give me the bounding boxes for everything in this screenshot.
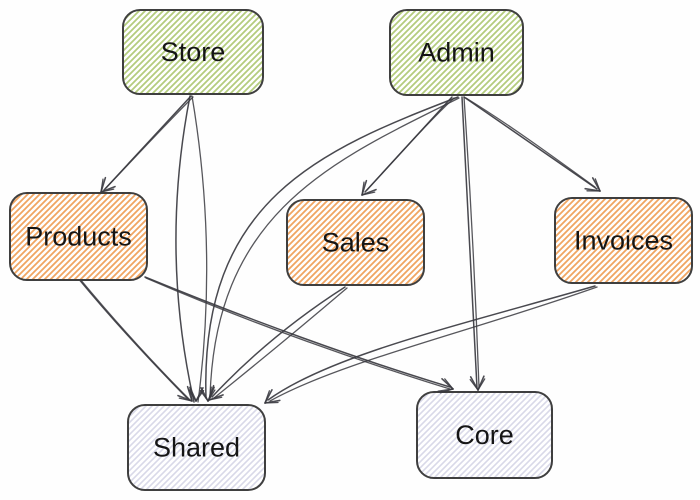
edge-store-to-products — [103, 95, 194, 191]
node-core: Core — [416, 391, 553, 479]
node-sales: Sales — [286, 199, 425, 286]
edge-products-to-shared — [77, 277, 191, 401]
node-admin-box — [389, 9, 524, 96]
node-shared-box — [127, 404, 266, 491]
edge-sales-to-shared — [211, 286, 348, 399]
node-sales-label: Sales — [322, 228, 390, 258]
edge-admin-to-sales — [364, 96, 455, 193]
node-products-label: Products — [25, 222, 132, 252]
arrowhead-products-to-core — [437, 378, 454, 394]
node-core-box — [416, 391, 553, 479]
arrowhead-products-to-shared — [177, 385, 193, 402]
node-sales-box — [286, 199, 425, 286]
edge-invoices-to-shared — [267, 285, 598, 402]
arrowhead-store-to-products — [100, 176, 116, 193]
node-products-box — [9, 192, 148, 281]
node-shared-label: Shared — [153, 433, 240, 463]
node-products: Products — [9, 192, 148, 281]
arrowhead-sales-to-shared — [208, 384, 224, 401]
node-admin-label: Admin — [418, 38, 495, 68]
edge-admin-to-invoices — [463, 96, 598, 190]
node-invoices-box — [554, 197, 693, 284]
edge-layer — [77, 95, 598, 403]
edge-store-to-shared — [175, 95, 208, 403]
node-admin: Admin — [389, 9, 524, 96]
node-store-label: Store — [161, 37, 226, 67]
node-core-label: Core — [455, 420, 514, 450]
node-invoices-label: Invoices — [574, 226, 673, 256]
node-store: Store — [122, 9, 264, 95]
edge-admin-to-shared — [205, 96, 460, 399]
arrowhead-layer — [100, 176, 601, 404]
node-store-box — [122, 9, 264, 95]
arrowhead-admin-to-invoices — [584, 177, 601, 192]
node-shared: Shared — [127, 404, 266, 491]
arrowhead-admin-to-sales — [361, 179, 377, 196]
arrowhead-invoices-to-shared — [264, 389, 281, 404]
node-invoices: Invoices — [554, 197, 693, 284]
arrowhead-admin-to-core — [469, 375, 486, 391]
edge-admin-to-core — [461, 96, 480, 389]
edge-products-to-core — [144, 276, 451, 390]
